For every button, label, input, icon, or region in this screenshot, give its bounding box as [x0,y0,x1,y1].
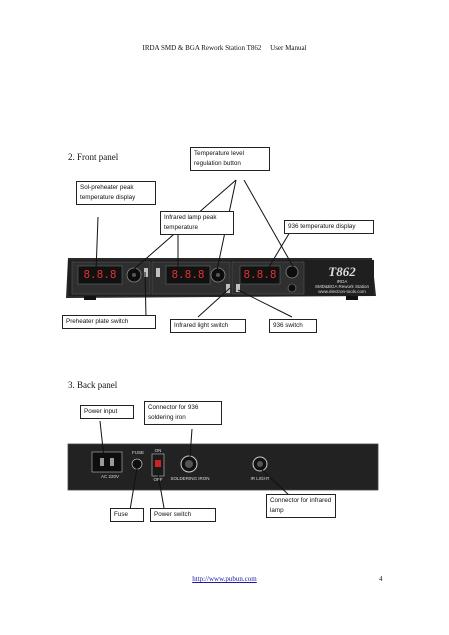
back-leader-lines [99,420,291,511]
callout-infrared-lamp: Infrared lamp peak temperature [160,211,234,235]
label-fuse: FUSE [131,450,144,455]
callout-fuse: Fuse [110,508,144,522]
back-panel-heading: 3. Back panel [68,380,118,390]
callout-power-input: Power input [80,405,134,419]
footer-url[interactable]: http://www.pubun.com [192,575,257,583]
device-brand: IRDA SMD&BGA Rework Station www.electron… [312,279,372,294]
page-number: 4 [379,575,383,583]
front-panel-device [66,258,376,300]
callout-temperature-button: Temperature level regulation button [190,147,270,171]
display-936: 8.8.8 [243,268,277,281]
device-logo: T862 [328,264,356,279]
callout-936-switch: 936 switch [269,319,317,333]
callout-sol-preheater: Sol-preheater peak temperature display [76,181,156,205]
display-infrared: 8.8.8 [171,268,205,281]
label-soldering-iron: SOLDERING IRON [170,476,210,481]
callout-power-switch: Power switch [150,508,216,522]
page-header: IRDA SMD & BGA Rework Station T862 User … [0,44,449,52]
back-panel-device [67,443,379,491]
header-title: IRDA SMD & BGA Rework Station T862 [142,44,262,52]
callout-preheater-switch: Preheater plate switch [62,315,156,329]
brand-line-3: www.electron-tools.com [318,289,366,294]
callout-connector-936: Connector for 936 soldering iron [144,401,222,425]
front-panel-heading: 2. Front panel [68,152,119,162]
display-preheater: 8.8.8 [83,268,117,281]
label-off: OFF [153,477,163,482]
label-ac: AC 220V [100,474,119,479]
label-on: ON [154,448,162,453]
header-manual: User Manual [270,44,307,52]
brand-line-1: IRDA [336,279,348,284]
callout-connector-infrared: Connector for infrared lamp [266,494,336,518]
brand-line-2: SMD&BGA Rework Station [314,284,370,289]
callout-infrared-switch: Infrared light switch [170,319,246,333]
label-ir-light: IR LIGHT [250,476,270,481]
callout-936-display: 936 temperature display [284,220,374,234]
